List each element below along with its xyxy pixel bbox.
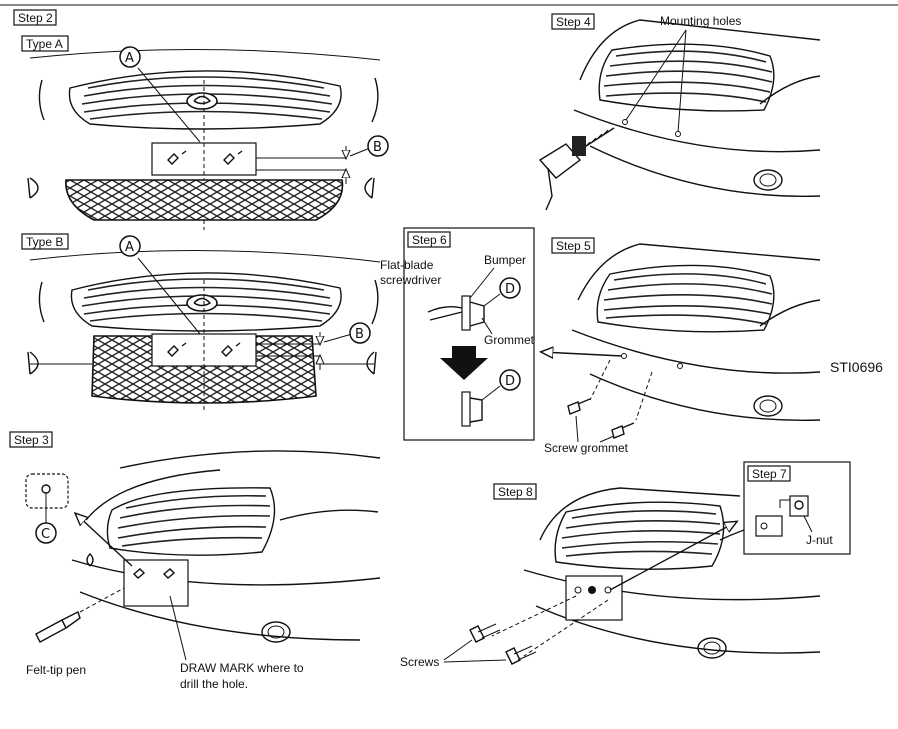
type-b-upper-grille [70, 272, 342, 332]
felt-tip-pen-label: Felt-tip pen [26, 663, 86, 677]
step6-panel: Step 6 Flat-blade screwdriver Bumper Gro… [380, 227, 535, 441]
grommet-label: Grommet [484, 333, 535, 347]
step7-panel: Step 7 J-nut [743, 461, 851, 555]
draw-mark-label-line1: DRAW MARK where to [180, 661, 304, 675]
ref-d-bottom: D [505, 374, 515, 389]
step3-grille [106, 487, 276, 556]
type-a-upper-grille [68, 70, 342, 130]
ref-d-top: D [505, 282, 515, 297]
down-arrow-icon [440, 346, 488, 380]
step3-panel: Step 3 C Felt-tip pen DRAW MARK [9, 431, 381, 691]
ref-b-type-a: B [373, 140, 382, 155]
ref-a-type-a: A [125, 51, 134, 66]
type-b-label: Type B [26, 235, 63, 249]
type-a-lower-mesh [65, 179, 344, 221]
step6-label: Step 6 [412, 233, 447, 247]
screws-label: Screws [400, 655, 439, 669]
screw-icon [469, 623, 501, 643]
step7-label: Step 7 [752, 467, 787, 481]
flat-blade-label-line1: Flat-blade [380, 258, 434, 272]
step4-panel: Step 4 Mounting holes [538, 13, 821, 211]
step8-label: Step 8 [498, 485, 533, 499]
ref-b-type-b: B [355, 327, 364, 342]
type-b-panel: Type B A B [21, 233, 381, 410]
bumper-label: Bumper [484, 253, 526, 267]
draw-mark-label-line2: drill the hole. [180, 677, 248, 691]
flat-blade-label-line2: screwdriver [380, 273, 441, 287]
step5-grille [596, 264, 775, 333]
step5-label: Step 5 [556, 239, 591, 253]
step5-panel: Step 5 Screw grommet STI0696 [542, 237, 883, 455]
figure-id: STI0696 [830, 359, 883, 375]
type-a-label: Type A [26, 37, 63, 51]
j-nut-label: J-nut [806, 533, 833, 547]
screw-grommet-label: Screw grommet [544, 441, 629, 455]
ref-c: C [41, 527, 50, 542]
step8-grille [554, 501, 725, 570]
step4-label: Step 4 [556, 15, 591, 29]
type-b-lower-mesh [91, 335, 317, 404]
step8-panel: Step 8 Screws [400, 483, 821, 669]
mounting-holes-label: Mounting holes [660, 14, 741, 28]
step3-label: Step 3 [14, 433, 49, 447]
step2-label: Step 2 [18, 11, 53, 25]
ref-a-type-b: A [125, 240, 134, 255]
step4-grille [598, 43, 775, 112]
screw-icon [505, 645, 537, 665]
step2-panel: Step 2 Type A A [13, 9, 389, 230]
drill-icon [538, 127, 615, 211]
